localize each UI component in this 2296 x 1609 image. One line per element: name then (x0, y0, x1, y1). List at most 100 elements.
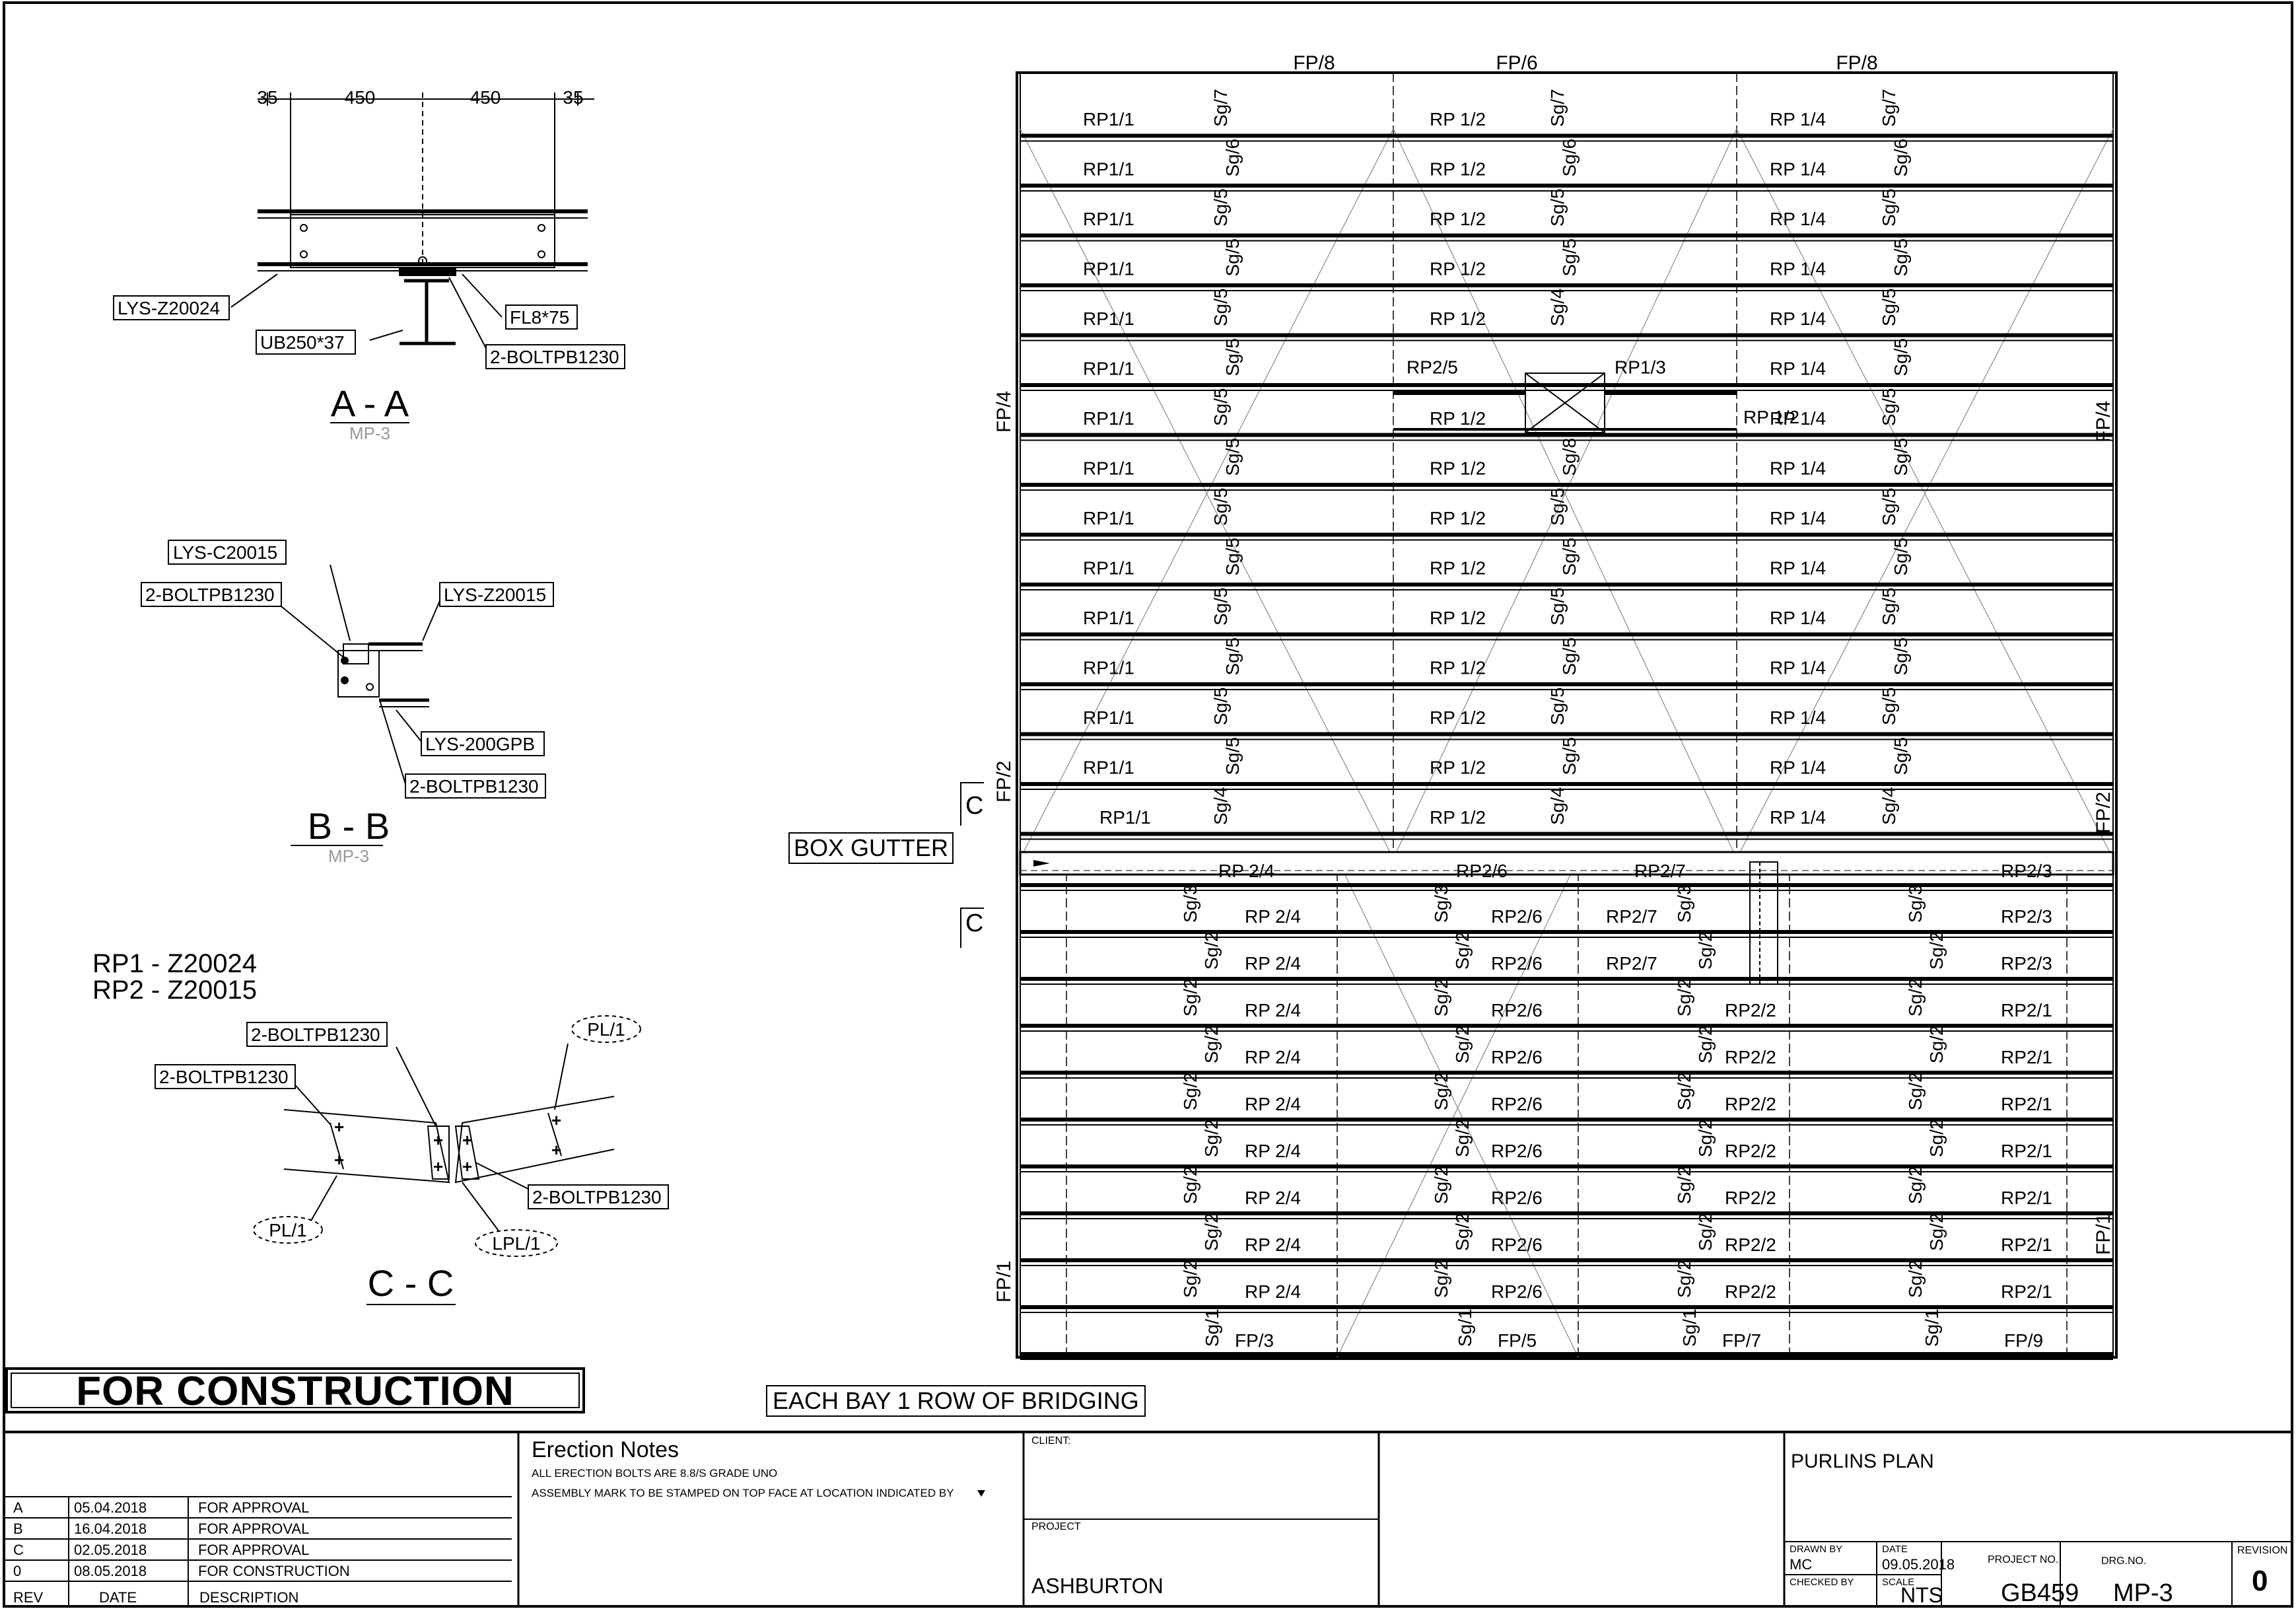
sag-rod-label: Sg/5 (1210, 288, 1231, 326)
sag-rod-label: Sg/2 (1431, 1260, 1451, 1298)
fascia-purlin-label: FP/7 (1722, 1330, 1761, 1351)
label-aa-purlin: LYS-Z20024 (118, 298, 220, 318)
purlin-label: RP2/1 (2001, 1141, 2052, 1161)
rev-description: FOR APPROVAL (198, 1520, 309, 1537)
rev-header-rev: REV (13, 1589, 44, 1606)
purlin-label: RP1/1 (1083, 109, 1134, 129)
sag-rod-label: Sg/2 (1695, 931, 1716, 970)
sag-rod-label: Sg/3 (1905, 884, 1926, 923)
project-no-label: PROJECT NO. (1988, 1554, 2058, 1565)
purlin-label: RP1/1 (1083, 408, 1134, 429)
plan-side-fp4-left: FP/4 (993, 391, 1015, 433)
sag-rod-label: Sg/5 (1879, 288, 1899, 326)
purlin-label: RP2/6 (1491, 1234, 1543, 1255)
section-title-bb: B - B (308, 805, 390, 847)
sag-rod-label: Sg/2 (1452, 931, 1473, 970)
sag-rod-label: Sg/5 (1210, 188, 1231, 227)
purlin-label: RP2/2 (1725, 1234, 1776, 1255)
purlin-label: RP 2/4 (1245, 1141, 1301, 1161)
sag-rod-label: Sg/5 (1547, 587, 1568, 626)
plan-side-fp1-right: FP/1 (2093, 1213, 2114, 1255)
svg-text:+: + (334, 1117, 344, 1137)
purlin-label: RP 1/4 (1770, 758, 1826, 778)
drg-no: MP-3 (2113, 1579, 2173, 1607)
sag-rod-label: Sg/2 (1695, 1119, 1716, 1157)
purlin-label: RP 1/2 (1430, 209, 1486, 229)
label-aa-bolts: 2-BOLTPB1230 (490, 347, 619, 367)
fascia-purlin-label: FP/5 (1498, 1330, 1537, 1351)
purlin-label: RP2/6 (1491, 906, 1543, 927)
plan-side-fp1-left: FP/1 (993, 1261, 1015, 1303)
sag-rod-label: Sg/3 (1431, 884, 1451, 923)
section-mark-c-lower: C (965, 910, 983, 937)
erection-note-1: ALL ERECTION BOLTS ARE 8.8/S GRADE UNO (532, 1467, 777, 1480)
purlin-label: RP 2/4 (1245, 1281, 1301, 1302)
purlin-label: RP1/3 (1615, 357, 1666, 378)
section-ref-bb: MP-3 (328, 846, 369, 866)
rev-header-desc: DESCRIPTION (199, 1589, 298, 1606)
sag-rod-label: Sg/5 (1559, 538, 1580, 576)
purlin-label: RP 1/2 (1430, 408, 1486, 429)
label-bb-bolts2: 2-BOLTPB1230 (409, 776, 539, 797)
sag-rod-label: Sg/2 (1180, 1260, 1200, 1298)
dim-aa-2: 450 (345, 87, 376, 108)
sag-rod-label: Sg/2 (1201, 1025, 1222, 1063)
purlin-label: RP 1/4 (1770, 658, 1826, 678)
purlin-label: RP1/1 (1083, 159, 1134, 180)
sag-rod-label: Sg/2 (1926, 1213, 1947, 1251)
sag-rod-label: Sg/2 (1905, 978, 1926, 1017)
svg-text:+: + (551, 1140, 561, 1160)
project-label: PROJECT (1031, 1521, 1081, 1532)
rev-header-date: DATE (99, 1589, 137, 1606)
drawing-title: PURLINS PLAN (1791, 1450, 1934, 1472)
section-cc: RP1 - Z20024 RP2 - Z20015 ++ ++ ++ ++ 2-… (92, 949, 669, 1305)
sag-rod-label: Sg/2 (1201, 931, 1222, 970)
plan-top-label-3: FP/8 (1836, 52, 1877, 74)
section-title-aa: A - A (331, 382, 409, 424)
sag-rod-label: Sg/2 (1431, 1072, 1451, 1110)
purlin-label: RP1/1 (1083, 359, 1134, 379)
sag-rod-label: Sg/2 (1674, 1260, 1694, 1298)
purlin-label: RP2/6 (1491, 1000, 1543, 1020)
label-cc-lpl: LPL/1 (492, 1233, 540, 1254)
svg-text:+: + (433, 1130, 443, 1150)
legend-rp2: RP2 - Z20015 (92, 976, 257, 1005)
purlin-label: RP1/1 (1083, 608, 1134, 628)
sag-rod-label: Sg/4 (1879, 787, 1899, 825)
section-title-cc: C - C (368, 1262, 454, 1304)
sag-rod-label: Sg/5 (1210, 487, 1231, 526)
sag-rod-label: Sg/2 (1905, 1166, 1926, 1204)
sag-rod-label: Sg/5 (1879, 188, 1899, 227)
rev-code: 0 (13, 1563, 21, 1579)
purlin-label: RP2/3 (2001, 953, 2052, 974)
purlin-label: RP2/1 (2001, 1047, 2052, 1067)
purlin-label: RP 1/4 (1770, 408, 1826, 429)
purlin-label: RP1/1 (1083, 658, 1134, 678)
sag-rod-label: Sg/5 (1547, 188, 1568, 227)
sag-rod-label: Sg/5 (1891, 538, 1911, 576)
client-label: CLIENT: (1031, 1435, 1071, 1447)
for-construction-banner: FOR CONSTRUCTION (5, 1367, 585, 1413)
purlin-label: RP2/2 (1725, 1094, 1776, 1114)
drawn-by: MC (1790, 1556, 1812, 1573)
purlin-label: RP2/6 (1491, 953, 1543, 974)
sag-rod-label: Sg/1 (1922, 1308, 1942, 1347)
sag-rod-label: Sg/8 (1559, 438, 1580, 476)
rev-date: 05.04.2018 (74, 1499, 147, 1516)
label-bb-purlin: LYS-Z20015 (444, 585, 546, 605)
sag-rod-label: Sg/5 (1222, 637, 1243, 676)
sag-rod-label: Sg/5 (1210, 388, 1231, 426)
plan-top-label-2: FP/6 (1496, 52, 1537, 74)
fascia-purlin-label: FP/9 (2004, 1330, 2043, 1351)
rev-code: A (13, 1499, 23, 1516)
date-label: DATE (1882, 1544, 1908, 1555)
purlin-label: RP 1/4 (1770, 458, 1826, 479)
sag-rod-label: Sg/5 (1879, 388, 1899, 426)
purlin-label: RP 2/4 (1245, 1000, 1301, 1020)
purlin-label: RP2/3 (2001, 861, 2052, 881)
sag-rod-label: Sg/2 (1201, 1213, 1222, 1251)
sag-rod-label: Sg/2 (1431, 978, 1451, 1017)
